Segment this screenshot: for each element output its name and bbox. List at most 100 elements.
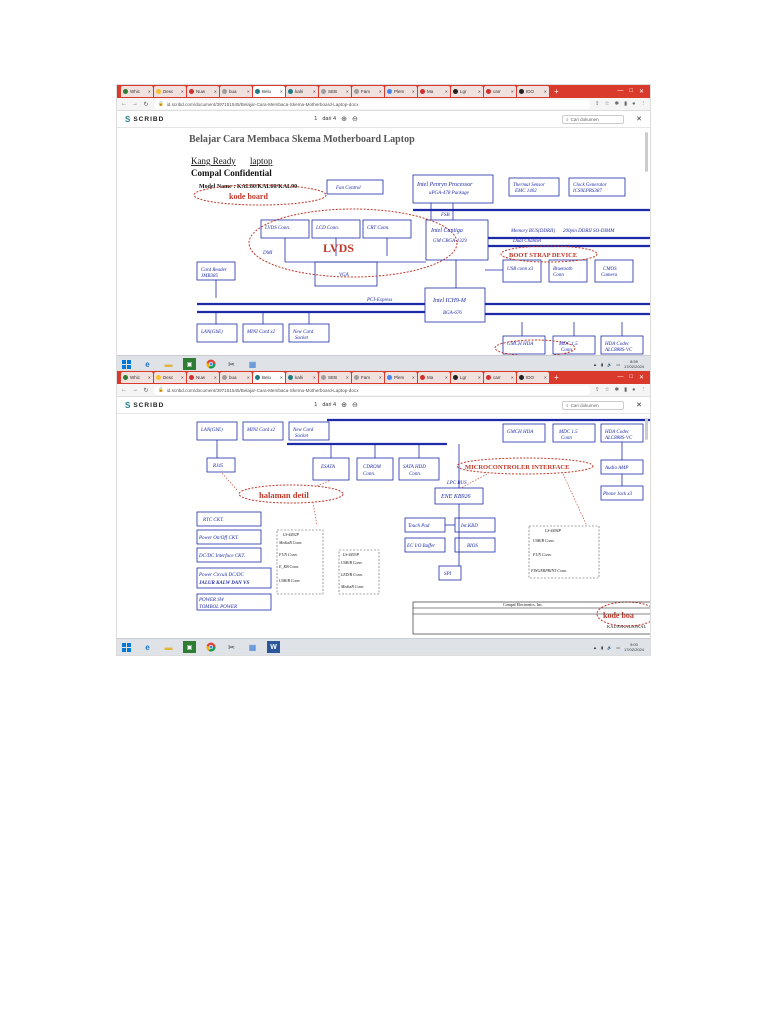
browser-tab[interactable]: Fam✕ (352, 86, 384, 97)
tab-close-icon[interactable]: ✕ (147, 375, 151, 380)
browser-tab[interactable]: bua✕ (220, 372, 252, 383)
tab-close-icon[interactable]: ✕ (345, 89, 349, 94)
tab-close-icon[interactable]: ✕ (279, 89, 283, 94)
sidebar-icon[interactable]: ▮ (624, 387, 628, 393)
network-icon[interactable]: ▮ (601, 644, 604, 650)
tab-close-icon[interactable]: ✕ (147, 89, 151, 94)
doc-author-link[interactable]: laptop (250, 156, 273, 166)
minimize-icon[interactable]: — (617, 88, 624, 94)
share-icon[interactable]: ⇪ (594, 101, 600, 107)
edge-icon[interactable]: e (145, 642, 150, 652)
photos-icon[interactable]: ▦ (248, 359, 257, 369)
tab-close-icon[interactable]: ✕ (345, 375, 349, 380)
browser-tab[interactable]: Desc✕ (154, 86, 186, 97)
tab-close-icon[interactable]: ✕ (510, 375, 514, 380)
store-icon[interactable]: ▣ (183, 641, 196, 653)
browser-tab[interactable]: Fam✕ (352, 372, 384, 383)
chrome-icon[interactable] (204, 641, 217, 653)
url-field[interactable]: 🔒id.scribd.com/document/397151545/Belaja… (154, 385, 590, 395)
maximize-icon[interactable]: □ (629, 88, 633, 94)
tab-close-icon[interactable]: ✕ (213, 89, 217, 94)
volume-icon[interactable]: 🔊 (607, 644, 613, 650)
browser-tab[interactable]: Whic✕ (121, 86, 153, 97)
fullscreen-icon[interactable]: ✕ (636, 402, 642, 409)
tab-close-icon[interactable]: ✕ (543, 89, 547, 94)
menu-icon[interactable]: ⋮ (640, 387, 647, 393)
tab-close-icon[interactable]: ✕ (180, 375, 184, 380)
zoom-in-icon[interactable]: ⊕ (341, 116, 347, 123)
tab-close-icon[interactable]: ✕ (543, 375, 547, 380)
share-icon[interactable]: ⇪ (594, 387, 600, 393)
browser-tab[interactable]: kahi✕ (286, 372, 318, 383)
browser-tab[interactable]: carr✕ (484, 86, 516, 97)
browser-tab[interactable]: SEB✕ (319, 86, 351, 97)
reload-icon[interactable]: ↻ (143, 101, 149, 108)
search-input[interactable]: ⌕Cari dokumen (562, 114, 625, 124)
tray-arrow-icon[interactable]: ▲ (593, 361, 597, 367)
browser-tab[interactable]: Belu✕ (253, 372, 285, 383)
tab-close-icon[interactable]: ✕ (444, 89, 448, 94)
doc-author[interactable]: Kang Ready (191, 156, 236, 166)
maximize-icon[interactable]: □ (629, 374, 633, 380)
sidebar-icon[interactable]: ▮ (624, 101, 628, 107)
word-icon[interactable]: W (267, 641, 280, 653)
tab-close-icon[interactable]: ✕ (411, 89, 415, 94)
browser-tab[interactable]: Whic✕ (121, 372, 153, 383)
extensions-icon[interactable]: ✱ (614, 387, 620, 393)
page-number[interactable]: 1 (314, 116, 318, 122)
tab-close-icon[interactable]: ✕ (510, 89, 514, 94)
zoom-out-icon[interactable]: ⊖ (351, 402, 358, 409)
forward-icon[interactable]: → (132, 387, 138, 393)
profile-icon[interactable]: ● (632, 387, 636, 393)
star-icon[interactable]: ☆ (604, 387, 610, 393)
tab-close-icon[interactable]: ✕ (246, 89, 250, 94)
close-window-icon[interactable]: ✕ (638, 89, 644, 95)
chrome-icon[interactable] (204, 358, 217, 370)
browser-tab[interactable]: SEB✕ (319, 372, 351, 383)
reload-icon[interactable]: ↻ (143, 387, 149, 394)
network-icon[interactable]: ▮ (601, 361, 604, 367)
tab-close-icon[interactable]: ✕ (378, 89, 382, 94)
store-icon[interactable]: ▣ (183, 358, 196, 370)
profile-icon[interactable]: ● (632, 101, 636, 107)
back-icon[interactable]: ← (121, 387, 127, 393)
snipping-tool-icon[interactable]: ✂ (228, 642, 235, 652)
volume-icon[interactable]: 🔊 (607, 361, 613, 367)
zoom-in-icon[interactable]: ⊕ (341, 402, 347, 409)
windows-start-icon[interactable] (120, 358, 133, 370)
doc-scrollbar[interactable] (645, 132, 648, 172)
minimize-icon[interactable]: — (617, 374, 624, 380)
extensions-icon[interactable]: ✱ (614, 101, 620, 107)
tab-close-icon[interactable]: ✕ (180, 89, 184, 94)
photos-icon[interactable]: ▦ (248, 642, 257, 652)
browser-tab[interactable]: carr✕ (484, 372, 516, 383)
windows-start-icon[interactable] (120, 641, 133, 653)
browser-tab[interactable]: Plem✕ (385, 86, 417, 97)
file-explorer-icon[interactable]: ▬ (164, 642, 173, 652)
browser-tab[interactable]: Ma✕ (418, 86, 450, 97)
tab-close-icon[interactable]: ✕ (477, 375, 481, 380)
new-tab-button[interactable]: + (554, 373, 559, 382)
browser-tab[interactable]: Belu✕ (253, 86, 285, 97)
tray-arrow-icon[interactable]: ▲ (593, 644, 597, 650)
tab-close-icon[interactable]: ✕ (246, 375, 250, 380)
tab-close-icon[interactable]: ✕ (312, 89, 316, 94)
browser-tab[interactable]: kahi✕ (286, 86, 318, 97)
browser-tab[interactable]: Nuw✕ (187, 86, 219, 97)
edge-icon[interactable]: e (145, 359, 150, 369)
snipping-tool-icon[interactable]: ✂ (228, 359, 235, 369)
url-field[interactable]: 🔒id.scribd.com/document/397151545/Belaja… (154, 99, 590, 109)
battery-icon[interactable]: ▭ (616, 644, 620, 650)
browser-tab[interactable]: IDO✕ (517, 86, 549, 97)
search-input[interactable]: ⌕Cari dokumen (562, 400, 625, 410)
browser-tab[interactable]: Ma✕ (418, 372, 450, 383)
browser-tab[interactable]: Nuw✕ (187, 372, 219, 383)
tab-close-icon[interactable]: ✕ (378, 375, 382, 380)
tab-close-icon[interactable]: ✕ (477, 89, 481, 94)
browser-tab[interactable]: Lgr✕ (451, 372, 483, 383)
back-icon[interactable]: ← (121, 101, 127, 107)
fullscreen-icon[interactable]: ✕ (636, 116, 642, 123)
file-explorer-icon[interactable]: ▬ (164, 359, 173, 369)
